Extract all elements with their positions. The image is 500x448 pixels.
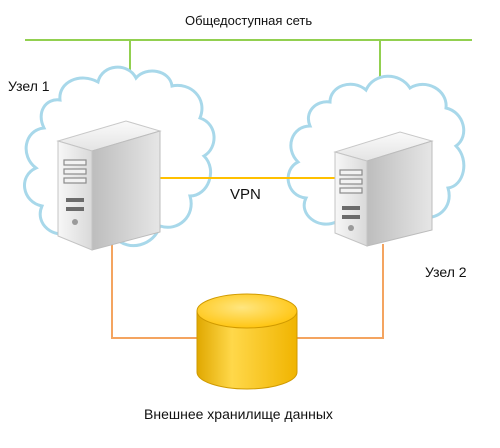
server-icon — [333, 131, 434, 247]
database-icon — [196, 293, 298, 390]
storage-label: Внешнее хранилище данных — [144, 406, 333, 422]
vpn-label: VPN — [230, 186, 261, 203]
server-icon — [56, 120, 162, 251]
node2-label: Узел 2 — [425, 264, 467, 280]
node1-label: Узел 1 — [8, 78, 50, 94]
storage-links — [111, 240, 384, 339]
public-network-label: Общедоступная сеть — [185, 13, 313, 28]
